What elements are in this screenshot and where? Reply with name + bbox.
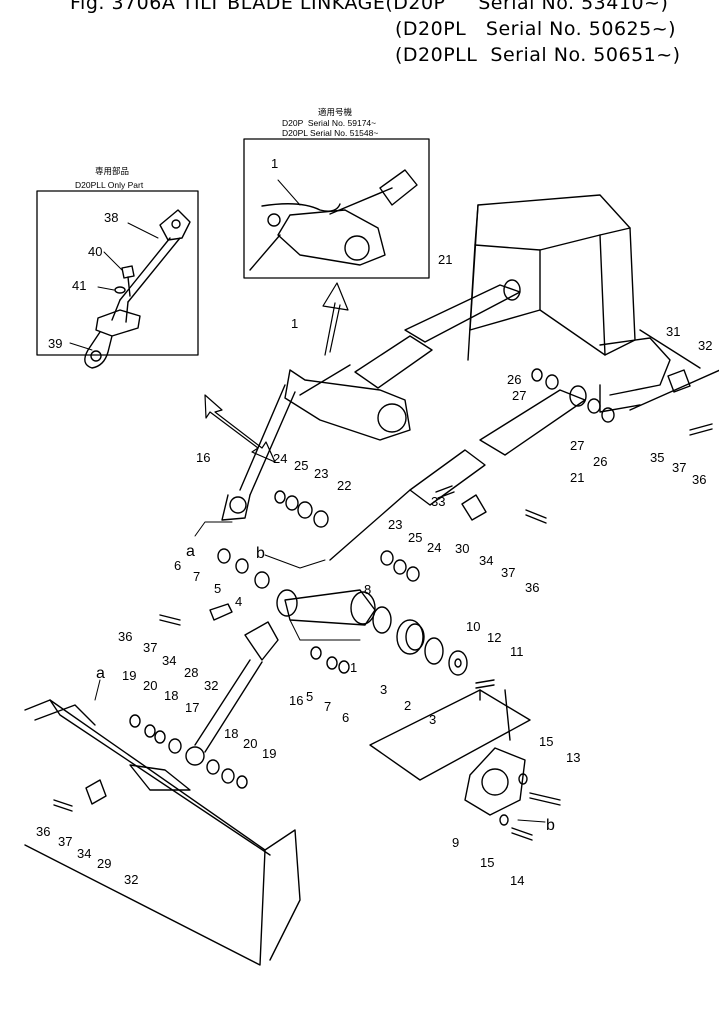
inset-top-jp: 適用号機 (318, 107, 353, 117)
figure-title: Fig. 3706A TILT BLADE LINKAGE(D20P Seria… (70, 0, 669, 14)
callout-19a: 19 (122, 668, 136, 683)
callout-25a: 25 (294, 458, 308, 473)
callout-labels: 38 40 41 39 1 21 21 31 32 26 27 27 26 35… (36, 156, 712, 888)
callout-41: 41 (72, 278, 86, 293)
callout-15a: 15 (539, 734, 553, 749)
pointer-arrows (204, 282, 349, 463)
callout-3a: 3 (380, 682, 387, 697)
callout-12: 12 (487, 630, 501, 645)
inset-top-line1: D20P Serial No. 59174~ (282, 118, 377, 128)
bracket-assembly (369, 689, 531, 816)
connector-lines (94, 521, 546, 823)
callout-29: 29 (97, 856, 111, 871)
inset-top-line2: D20PL Serial No. 51548~ (282, 128, 379, 138)
callout-20a: 20 (143, 678, 157, 693)
callout-27b: 27 (570, 438, 584, 453)
callout-7b: 7 (324, 699, 331, 714)
blade (24, 699, 301, 966)
callout-1a: 1 (291, 316, 298, 331)
callout-32b: 32 (204, 678, 218, 693)
callout-36d: 36 (36, 824, 50, 839)
callout-24a: 24 (273, 451, 287, 466)
callout-36c: 36 (118, 629, 132, 644)
callout-39: 39 (48, 336, 62, 351)
pivot-tube (276, 589, 468, 676)
callout-37d: 37 (58, 834, 72, 849)
figure-title-line3: (D20PLL Serial No. 50651~) (395, 44, 681, 66)
callout-2: 2 (404, 698, 411, 713)
callout-16b: 16 (289, 693, 303, 708)
callout-37a: 37 (672, 460, 686, 475)
callout-17: 17 (185, 700, 199, 715)
callout-22: 22 (337, 478, 351, 493)
callout-28: 28 (184, 665, 198, 680)
callout-8: 8 (364, 582, 371, 597)
callout-37c: 37 (143, 640, 157, 655)
callout-38: 38 (104, 210, 118, 225)
callout-34a: 34 (479, 553, 493, 568)
callout-6a: 6 (174, 558, 181, 573)
callout-31: 31 (666, 324, 680, 339)
callout-20b: 20 (243, 736, 257, 751)
callout-40: 40 (88, 244, 102, 259)
small-parts (53, 368, 713, 841)
callout-32c: 32 (124, 872, 138, 887)
lower-rod (185, 621, 279, 766)
callout-32a: 32 (698, 338, 712, 353)
inset-top-box (243, 138, 430, 279)
callout-37b: 37 (501, 565, 515, 580)
callout-26b: 26 (593, 454, 607, 469)
callout-24b: 24 (427, 540, 441, 555)
mark-b-bottom: b (546, 817, 555, 834)
callout-27a: 27 (512, 388, 526, 403)
callout-25b: 25 (408, 530, 422, 545)
callout-35: 35 (650, 450, 664, 465)
mount-frame (467, 194, 719, 413)
callout-6b: 6 (342, 710, 349, 725)
callout-7a: 7 (193, 569, 200, 584)
inset-left-label: D20PLL Only Part (75, 180, 144, 190)
callout-36b: 36 (525, 580, 539, 595)
callout-11: 11 (510, 644, 524, 659)
callout-33: 33 (431, 494, 445, 509)
callout-23b: 23 (388, 517, 402, 532)
callout-14: 14 (510, 873, 524, 888)
callout-21a: 21 (438, 252, 452, 267)
inset-left-jp: 専用部品 (95, 166, 130, 176)
figure-title-line2: (D20PL Serial No. 50625~) (395, 18, 677, 40)
upper-cylinder (299, 279, 521, 396)
callout-15b: 15 (480, 855, 494, 870)
callout-18a: 18 (164, 688, 178, 703)
callout-19b: 19 (262, 746, 276, 761)
callout-5a: 5 (214, 581, 221, 596)
callout-16a: 16 (196, 450, 210, 465)
lower-cylinder (329, 385, 587, 561)
callout-34c: 34 (77, 846, 91, 861)
callout-3b: 3 (429, 712, 436, 727)
mark-a-top: a (186, 543, 195, 560)
callout-36a: 36 (692, 472, 706, 487)
callout-10: 10 (466, 619, 480, 634)
callout-9: 9 (452, 835, 459, 850)
callout-1b: 1 (350, 660, 357, 675)
callout-34b: 34 (162, 653, 176, 668)
callout-5b: 5 (306, 689, 313, 704)
mark-a-bottom: a (96, 665, 105, 682)
callout-23a: 23 (314, 466, 328, 481)
callout-26a: 26 (507, 372, 521, 387)
inset-left-box (36, 190, 199, 369)
callout-21b: 21 (570, 470, 584, 485)
callout-inset-1: 1 (271, 156, 278, 171)
callout-4: 4 (235, 594, 242, 609)
callout-18b: 18 (224, 726, 238, 741)
mark-b-top: b (256, 545, 265, 562)
callout-13: 13 (566, 750, 580, 765)
callout-30: 30 (455, 541, 469, 556)
upper-rod-assembly (221, 369, 411, 521)
